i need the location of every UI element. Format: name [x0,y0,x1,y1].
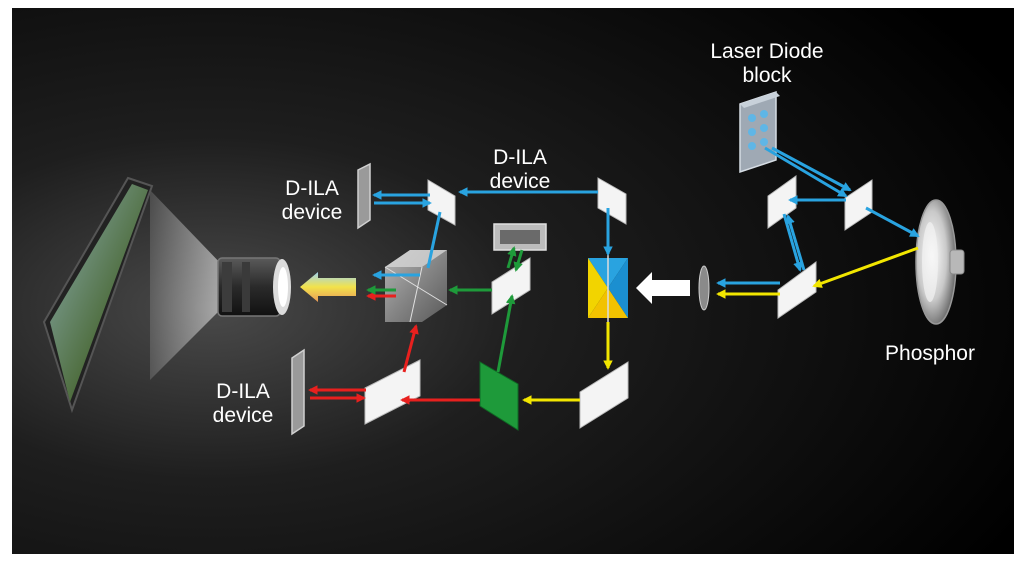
laser-block-icon [739,90,780,174]
phosphor-wheel-icon [915,199,965,325]
projection-beam [150,190,225,380]
white-light-arrow [636,272,690,304]
laser-diode-label-line2: block [742,64,792,87]
dila-top-label-line1: D-ILA [493,146,547,169]
mirror-laser-left [767,175,797,229]
mirror-top-right [597,177,627,225]
dila-device-top [357,162,371,230]
green-dichroic-mirror [479,361,519,431]
screen-icon [42,176,154,414]
yellow-light-paths [522,246,919,405]
output-light-arrow [300,272,356,302]
dila-top-label-line2: device [490,170,551,193]
prism-icon [384,250,448,323]
red-light-paths [308,291,480,405]
dila-bottom-label-line2: device [213,404,274,427]
dichroic-filter-icon [588,252,628,324]
dila-device-right [493,223,547,251]
laser-diode-label-line1: Laser Diode [710,40,823,63]
mirror-phosphor [777,261,817,319]
lens-icon [217,257,291,317]
dila-device-bottom [291,348,305,436]
phosphor-label: Phosphor [885,342,975,365]
dila-bottom-label-line1: D-ILA [216,380,270,403]
condenser-lens-icon [698,265,710,311]
dila-left-label-line1: D-ILA [285,177,339,200]
mirror-bottom-right [579,361,629,429]
mirror-bottom-left [364,359,421,425]
dila-left-label-line2: device [282,201,343,224]
blue-light-paths [372,146,920,288]
green-light-paths [366,246,524,373]
